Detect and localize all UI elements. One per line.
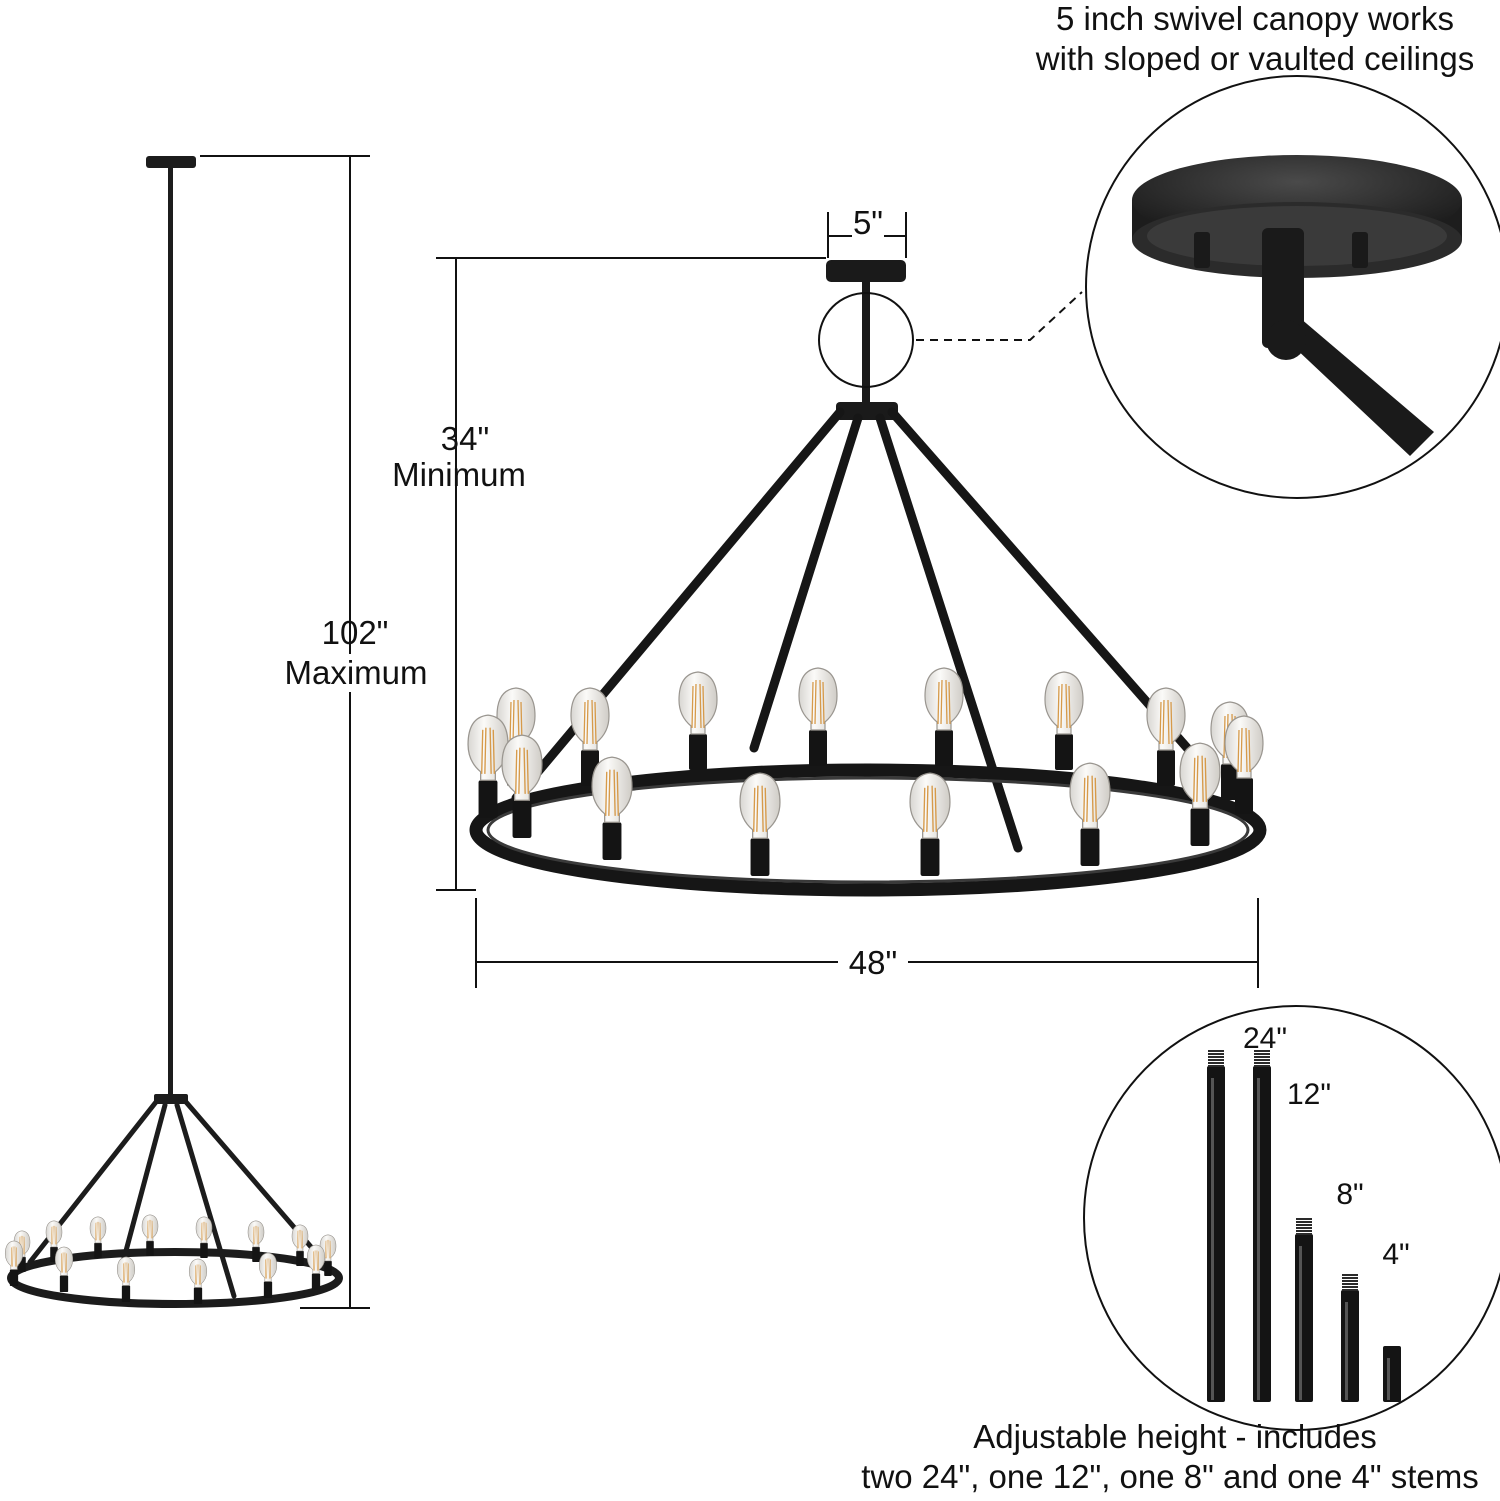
stem-rod-0 (1207, 1050, 1225, 1402)
small-hub (154, 1094, 188, 1104)
diameter-label: 48" (848, 944, 898, 981)
small-bulb-front-3 (188, 1258, 208, 1304)
max-height-label: Maximum (276, 654, 436, 692)
small-bulbs (4, 1214, 337, 1304)
main-bulb-back-2 (798, 667, 838, 766)
canopy-width-label: 5" (852, 204, 884, 241)
main-bulb-front-5 (1069, 762, 1111, 866)
main-stem (862, 282, 870, 404)
main-ring (469, 763, 1267, 897)
canopy-callout-line2: with sloped or vaulted ceilings (1035, 40, 1475, 77)
min-height-label: Minimum (392, 456, 526, 493)
small-bulb-front-2 (116, 1256, 136, 1302)
small-stem (168, 168, 173, 1094)
main-chandelier (467, 260, 1267, 897)
stem-rod-2 (1295, 1218, 1313, 1402)
main-bulb-front-4 (909, 772, 951, 876)
main-bulb-back-3 (924, 667, 964, 766)
dimension-lines (200, 155, 1259, 1309)
stems-callout-line1: Adjustable height - includes (973, 1418, 1377, 1455)
main-bulb-back-4 (1044, 671, 1084, 770)
main-canopy (826, 260, 906, 282)
main-bulb-front-6 (1179, 742, 1221, 846)
stems-callout-line2: two 24", one 12", one 8" and one 4" stem… (861, 1458, 1479, 1495)
small-bulb-front-1 (54, 1246, 74, 1292)
stem-rod-1 (1253, 1050, 1271, 1402)
swivel-highlight-circle (818, 292, 914, 388)
stems-detail-circle (1083, 1005, 1500, 1431)
main-bulb-front-2 (591, 756, 633, 860)
stem-rod-4 (1383, 1346, 1401, 1402)
extended-chandelier (4, 156, 343, 1308)
stem-rod-3 (1341, 1274, 1359, 1402)
main-bulb-front-3 (739, 772, 781, 876)
canopy-callout-line1: 5 inch swivel canopy works (1056, 0, 1454, 37)
main-bulb-front-0 (467, 714, 509, 818)
stem-set (1207, 1050, 1401, 1402)
small-bulb-back-3 (141, 1214, 159, 1256)
stem-label-4: 4" (1382, 1238, 1410, 1271)
main-bulb-front-1 (501, 734, 543, 838)
small-bulb-back-5 (247, 1220, 265, 1262)
main-bulb-back-5 (1146, 687, 1186, 786)
stem-label-8: 8" (1336, 1178, 1364, 1211)
small-bulb-front-0 (4, 1240, 24, 1286)
small-bulb-front-4 (258, 1252, 278, 1298)
stem-label-24-a: 24" (1242, 1022, 1288, 1055)
small-bulb-front-5 (306, 1244, 326, 1290)
small-bulb-back-6 (291, 1224, 309, 1266)
stem-label-12: 12" (1286, 1078, 1332, 1111)
small-bulb-back-4 (195, 1216, 213, 1258)
min-height-value: 34" (440, 420, 490, 457)
main-bulb-back-1 (678, 671, 718, 770)
main-bulbs (467, 667, 1264, 876)
small-canopy (146, 156, 196, 168)
small-bulb-back-2 (89, 1216, 107, 1258)
canopy-detail (1085, 75, 1500, 499)
main-bulb-back-7 (1224, 715, 1264, 814)
stems-detail (1083, 1005, 1500, 1431)
max-height-value: 102" (321, 614, 389, 651)
